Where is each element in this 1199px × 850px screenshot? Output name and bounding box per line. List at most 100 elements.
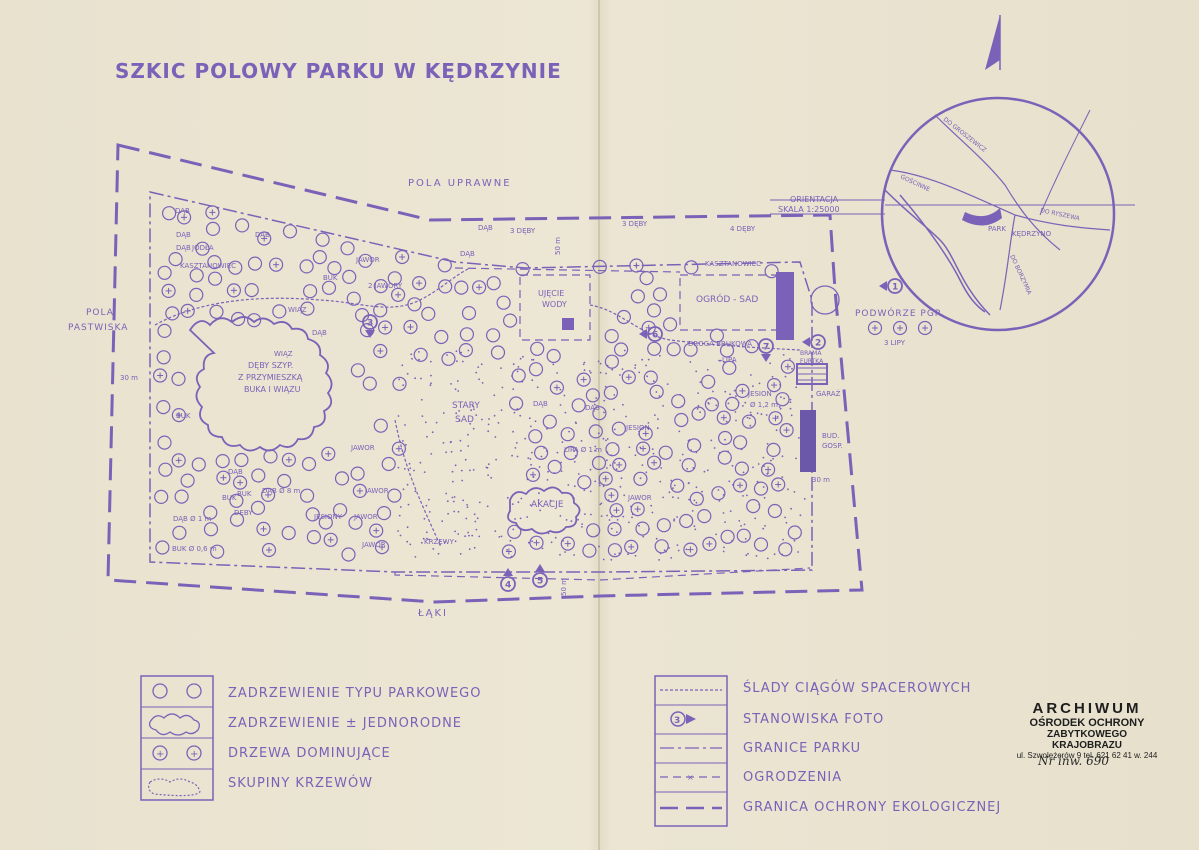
tree-label: DĄB	[255, 231, 270, 239]
shrub-dot	[517, 366, 520, 368]
shrub-dot	[733, 389, 736, 392]
shrub-dot	[666, 383, 669, 385]
shrub-dot	[478, 501, 481, 504]
shrub-dot	[740, 525, 742, 527]
shrub-dot	[750, 374, 752, 376]
shrub-dot	[766, 472, 769, 475]
dominant-tree-icon	[612, 457, 627, 472]
shrub-dot	[797, 551, 799, 553]
park-tree-icon	[318, 515, 333, 530]
tree-label: JAWOR	[355, 256, 380, 264]
dominant-tree-icon	[257, 231, 272, 246]
inset-circle	[880, 96, 1116, 332]
shrub-dot	[462, 499, 464, 502]
shrub-dot	[428, 498, 430, 501]
park-tree-icon	[674, 412, 689, 428]
shrub-dot	[519, 414, 522, 417]
shrub-dot	[677, 549, 680, 552]
shrub-dot	[458, 419, 461, 422]
courtyard-label: PODWÓRZE PGR	[855, 307, 942, 319]
shrub-dot	[567, 484, 570, 486]
park-tree-icon	[277, 473, 292, 489]
shrub-dot	[755, 555, 758, 557]
shrub-dot	[622, 515, 625, 518]
park-tree-icon	[387, 488, 402, 503]
shrub-dot	[622, 403, 624, 406]
shrub-dot	[522, 355, 524, 358]
shrub-dot	[638, 524, 640, 527]
shrub-dot	[594, 480, 597, 483]
shrub-dot	[467, 433, 469, 436]
shrub-dot	[541, 547, 544, 550]
shrub-dot	[620, 477, 623, 480]
shrub-dot	[512, 388, 515, 390]
shrub-dot	[781, 455, 784, 458]
shrub-dot	[789, 358, 791, 360]
park-tree-icon	[154, 489, 169, 504]
park-tree-icon	[301, 456, 317, 472]
shrub-dot	[512, 528, 515, 531]
shrub-dot	[473, 513, 476, 516]
shrub-dot	[651, 511, 654, 514]
dominant-tree-icon	[391, 287, 406, 302]
shrub-dot	[563, 394, 566, 397]
shrub-dot	[421, 415, 424, 417]
inset-park-label: PARK	[988, 225, 1006, 233]
park-tree-icon	[741, 414, 757, 429]
dominant-tree-icon	[369, 523, 384, 538]
park-tree-icon	[604, 329, 619, 344]
shrub-dot	[790, 414, 793, 417]
shrub-dot	[662, 496, 664, 499]
shrub-dot	[685, 548, 688, 551]
shrub-dot	[672, 496, 674, 499]
park-tree-icon	[592, 406, 607, 421]
shrub-dot	[619, 374, 621, 376]
shrub-dot	[466, 506, 469, 508]
inset-village-label: KĘDRZYNO	[1012, 230, 1052, 238]
dominant-tree-icon	[779, 423, 794, 438]
dominant-tree-icon	[638, 426, 653, 441]
shrub-dot	[691, 510, 694, 512]
acacia-group-outline	[507, 486, 581, 535]
shrub-dot	[454, 388, 457, 391]
shrub-dot	[789, 398, 792, 401]
shrub-dot	[652, 452, 655, 455]
shrub-dot	[469, 422, 472, 425]
shrub-dot	[589, 371, 592, 374]
park-tree-icon	[577, 475, 592, 490]
shrub-dot	[613, 428, 616, 431]
shrub-dot	[609, 464, 612, 467]
park-tree-icon	[616, 309, 632, 325]
photo-station-number: 1	[892, 283, 898, 293]
shrub-dot	[466, 504, 468, 506]
dominant-tree-icon	[702, 536, 717, 552]
shrub-dot	[414, 377, 416, 380]
shrub-dot	[610, 558, 613, 561]
tree-label: LIPA Ø 1 m	[564, 446, 602, 454]
tree-label: DĘBY	[234, 509, 253, 517]
legend-right-item: OGRODZENIA	[743, 770, 842, 785]
shrub-dot	[589, 490, 592, 493]
shrub-dot	[426, 435, 428, 438]
tree-label: KASZTANOWIEC	[705, 260, 761, 268]
shrub-dot	[476, 517, 479, 520]
shrub-dot	[706, 469, 709, 472]
scale-note-50b: 50 m	[554, 237, 562, 255]
shrub-dot	[511, 503, 514, 505]
shrub-dot	[565, 519, 568, 521]
farm-label-1: BUD.	[822, 432, 840, 440]
shrub-dot	[803, 498, 806, 500]
shrub-dot	[621, 368, 624, 370]
park-tree-icon	[633, 471, 648, 486]
park-tree-icon	[585, 388, 601, 403]
shrub-dot	[670, 557, 673, 559]
dominant-tree-icon	[233, 475, 248, 490]
shrub-dot	[610, 527, 613, 530]
shrub-dot	[770, 459, 772, 462]
shrub-dot	[686, 468, 689, 470]
svg-text:+: +	[156, 749, 164, 760]
shrub-dot	[651, 448, 654, 450]
shrub-dot	[445, 451, 447, 454]
inset-road-bottom: DO BORZYMIA	[1008, 254, 1033, 297]
park-tree-icon	[686, 438, 702, 453]
